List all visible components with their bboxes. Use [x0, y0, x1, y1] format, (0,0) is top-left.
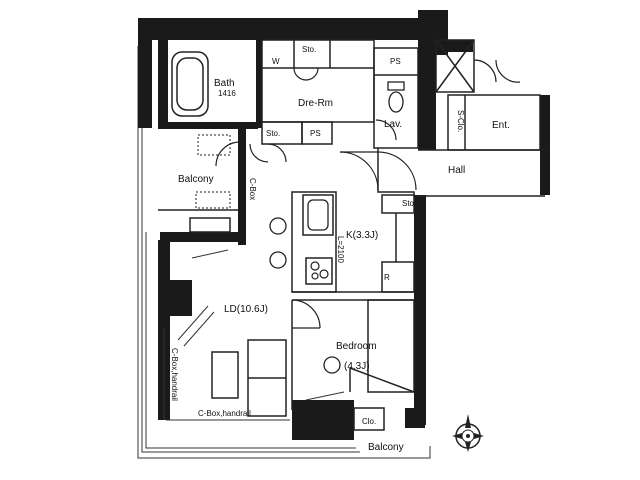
balcony-railing: [137, 46, 431, 459]
room-label-bath: Bath: [214, 78, 235, 89]
label-shoe-closet: S-Clo.: [456, 110, 465, 132]
room-label-balcony-lower: Balcony: [368, 442, 404, 453]
room-label-bedroom: Bedroom: [336, 341, 377, 352]
window-hatches: [163, 249, 345, 421]
label-sto-mid: Sto.: [266, 129, 280, 138]
label-c-box: C-Box: [248, 178, 257, 200]
fixture-labels: W Sto. PS Sto. PS Sto. R Clo. S-Clo. C-B…: [170, 45, 465, 426]
label-w: W: [272, 57, 280, 66]
exterior-walls: [138, 10, 550, 440]
bedroom-stool: [323, 356, 341, 374]
room-labels: Bath 1416 Dre-Rm Lav. Balcony Hall Ent. …: [178, 78, 510, 453]
utility-boxes: [195, 134, 231, 209]
door-swings: [215, 59, 521, 329]
label-kitchen-dimension: L=2100: [336, 236, 345, 263]
bar-stools: [269, 217, 287, 269]
label-closet: Clo.: [362, 417, 376, 426]
room-label-living: LD(10.6J): [224, 304, 268, 315]
room-label-lav: Lav.: [384, 119, 402, 130]
label-sto-top: Sto.: [302, 45, 316, 54]
room-label-bedroom-size: (4.3J): [344, 361, 370, 372]
label-c-box-handrail-vertical: C-Box,handrail: [170, 348, 179, 401]
label-fridge: R: [384, 273, 390, 282]
room-label-hall: Hall: [448, 165, 465, 176]
label-c-box-handrail-horizontal: C-Box,handrail: [198, 409, 251, 418]
room-label-balcony-upper: Balcony: [178, 174, 214, 185]
interior-walls: [158, 39, 545, 431]
label-ps-top: PS: [390, 57, 401, 66]
bathtub: [171, 51, 209, 117]
kitchen-sink: [307, 199, 329, 231]
room-label-dre-rm: Dre-Rm: [298, 98, 333, 109]
room-label-bath-size: 1416: [218, 89, 236, 98]
label-sto-kitchen: Sto.: [402, 199, 416, 208]
room-label-kitchen: K(3.3J): [346, 230, 378, 241]
label-ps-mid: PS: [310, 129, 321, 138]
stove: [310, 261, 329, 280]
room-label-entrance: Ent.: [492, 120, 510, 131]
toilet: [387, 81, 405, 113]
compass-rose-icon: [452, 414, 484, 452]
